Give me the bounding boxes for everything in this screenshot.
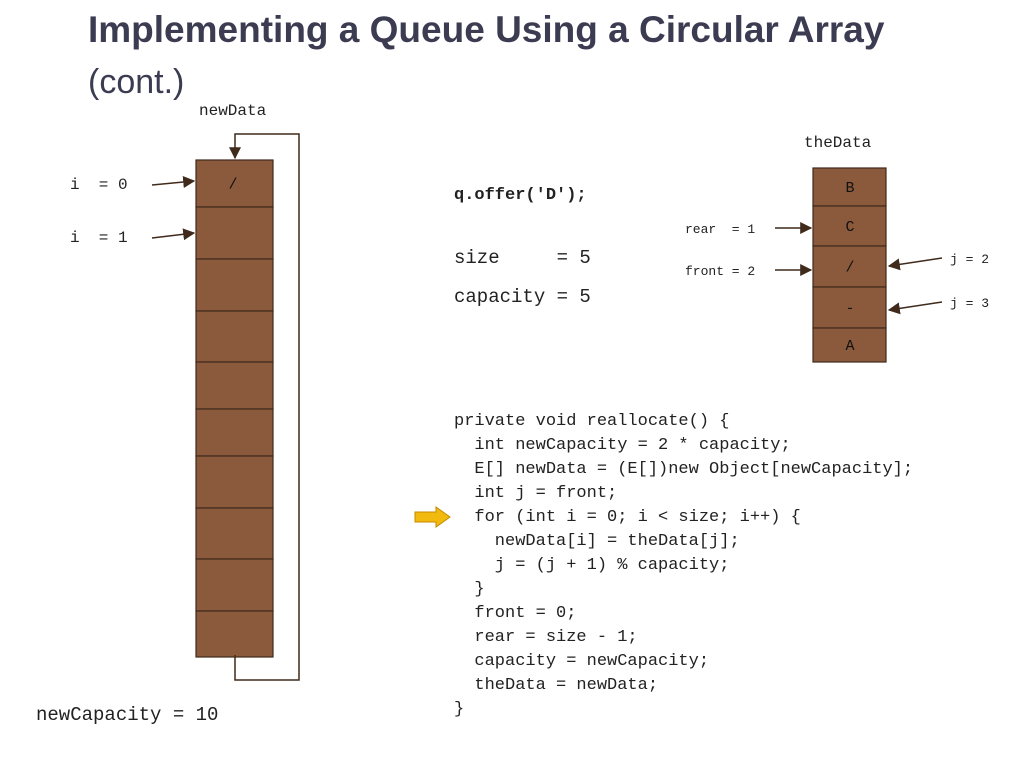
j-label-0: j = 2 <box>950 252 990 267</box>
j-label-1: j = 3 <box>950 296 990 311</box>
code-line: theData = newData; <box>454 676 659 695</box>
code-line: for (int i = 0; i < size; i++) { <box>454 508 801 527</box>
code-line: int newCapacity = 2 * capacity; <box>454 436 791 455</box>
code-line: j = (j + 1) % capacity; <box>454 556 730 575</box>
code-line: newData[i] = theData[j]; <box>454 532 740 551</box>
newdata-cell-4 <box>195 361 274 410</box>
newdata-cell-9 <box>195 610 274 658</box>
code-line: } <box>454 700 465 719</box>
capacity-text: capacity = 5 <box>454 286 591 308</box>
i-pointer-1-arrow <box>151 228 196 241</box>
newdata-cell-0-value: / <box>228 177 237 194</box>
title-line-1: Implementing a Queue Using a Circular Ar… <box>88 9 885 50</box>
newdata-cell-5 <box>195 408 274 457</box>
code-line: rear = size - 1; <box>454 628 638 647</box>
newdata-array: / <box>195 159 274 658</box>
thedata-cell-2 <box>812 245 887 288</box>
code-line: private void reallocate() { <box>454 412 730 431</box>
j-arrow-0 <box>887 257 943 271</box>
size-text: size = 5 <box>454 247 591 269</box>
j-arrow-1 <box>887 301 943 315</box>
thedata-label: theData <box>804 134 872 152</box>
thedata-cell-4-value: A <box>845 338 854 355</box>
code-line: E[] newData = (E[])new Object[newCapacit… <box>454 460 914 479</box>
slide-title: Implementing a Queue Using a Circular Ar… <box>88 6 1008 106</box>
rear-label: rear = 1 <box>685 222 756 237</box>
thedata-cell-2-value: / <box>845 260 854 277</box>
newdata-loop-arrow <box>229 133 300 681</box>
reallocate-code: private void reallocate() { int newCapac… <box>454 410 913 722</box>
operation-text: q.offer('D'); <box>454 186 587 205</box>
newdata-cell-1 <box>195 206 274 260</box>
thedata-array: B C / - A <box>812 167 887 363</box>
newdata-cell-7 <box>195 507 274 560</box>
i-pointer-0-label: i = 0 <box>70 176 128 194</box>
newdata-label: newData <box>199 102 267 120</box>
thedata-cell-4 <box>812 327 887 363</box>
code-line: front = 0; <box>454 604 577 623</box>
thedata-cell-0-value: B <box>845 180 854 197</box>
newdata-cell-6 <box>195 455 274 509</box>
thedata-cell-1-value: C <box>845 219 854 236</box>
thedata-cell-3 <box>812 286 887 329</box>
newdata-cell-8 <box>195 558 274 612</box>
i-pointer-0-arrow <box>151 176 196 188</box>
code-line: capacity = newCapacity; <box>454 652 710 671</box>
thedata-cell-3-value: - <box>845 301 854 318</box>
front-label: front = 2 <box>685 264 756 279</box>
code-line: } <box>454 580 485 599</box>
code-line: int j = front; <box>454 484 618 503</box>
newdata-cell-0 <box>195 159 274 208</box>
newdata-cell-2 <box>195 258 274 312</box>
thedata-cell-0 <box>812 167 887 207</box>
i-pointer-1-label: i = 1 <box>70 229 128 247</box>
current-line-arrow-icon <box>414 506 451 528</box>
title-line-2: (cont.) <box>88 63 185 101</box>
new-capacity-text: newCapacity = 10 <box>36 704 219 726</box>
newdata-cell-3 <box>195 310 274 363</box>
